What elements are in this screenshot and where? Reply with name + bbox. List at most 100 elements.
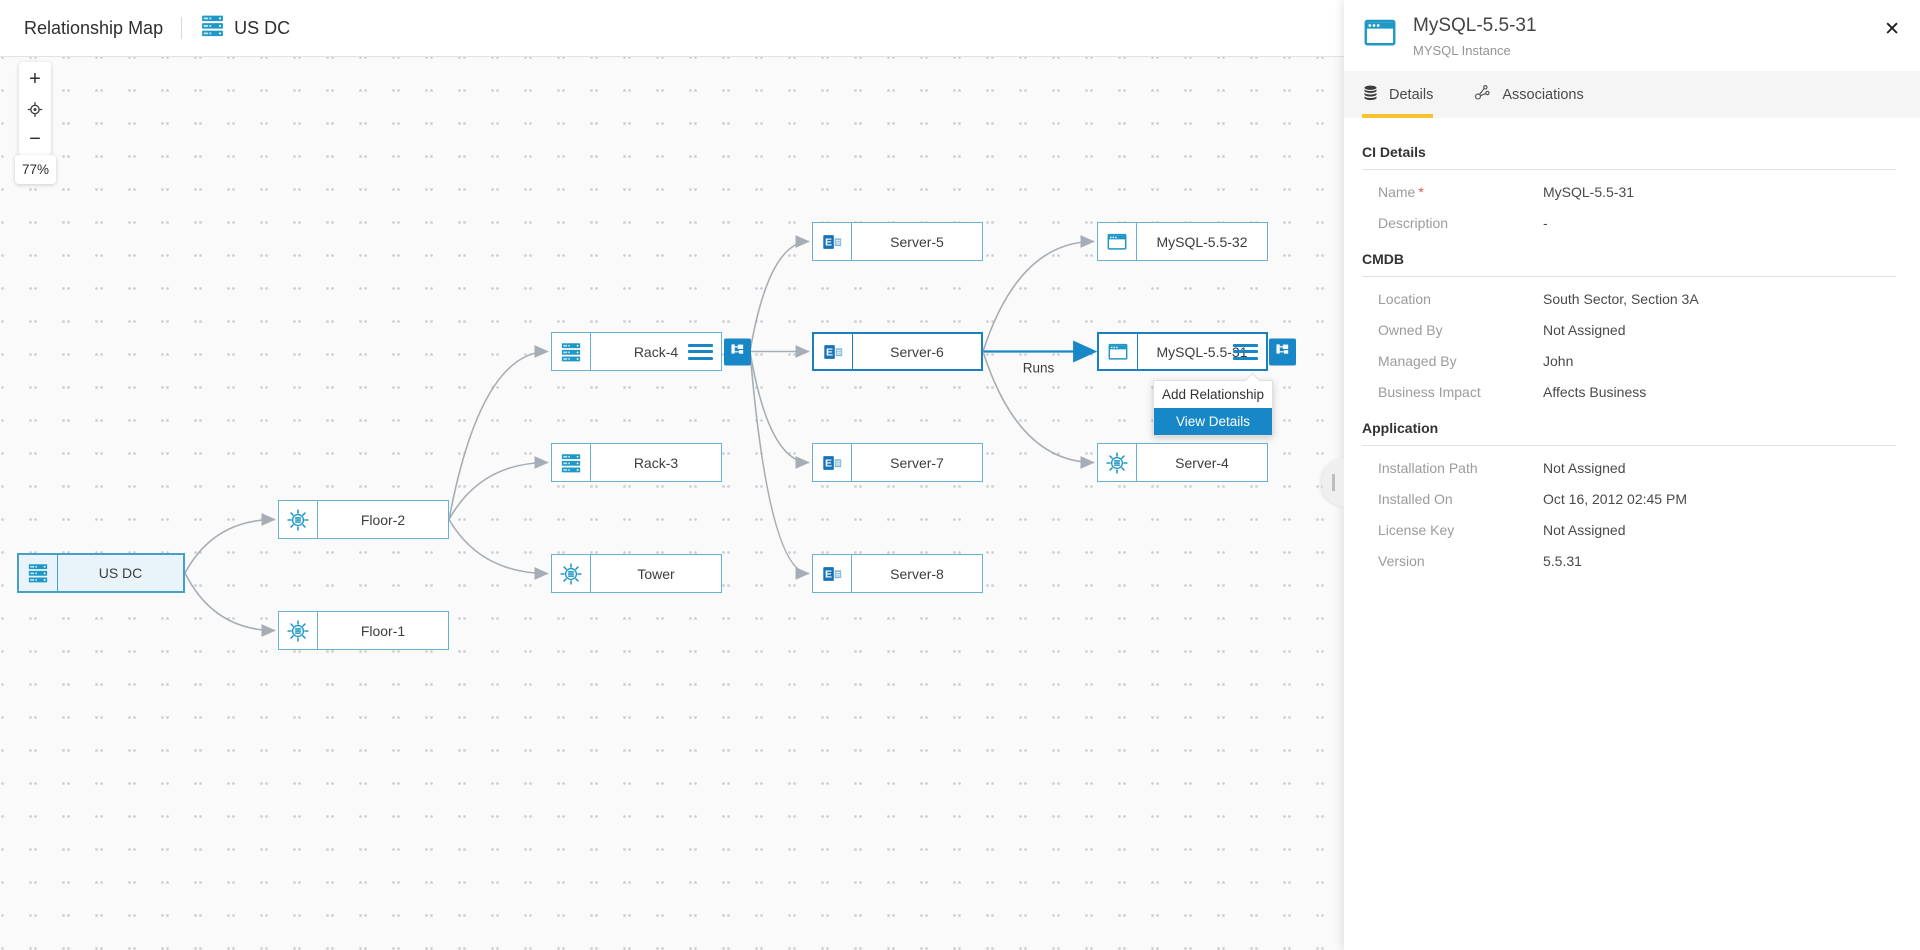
- edge-floor2-rack4: [448, 345, 549, 520]
- sun-icon: [279, 501, 318, 538]
- node-server7[interactable]: E Server-7: [812, 443, 983, 482]
- field-label: Owned By: [1378, 321, 1443, 338]
- field-row: Business Impact Affects Business: [1362, 376, 1896, 407]
- svg-text:E: E: [825, 568, 832, 580]
- section-heading: CI Details: [1362, 144, 1426, 160]
- panel-title: MySQL-5.5-31: [1413, 15, 1537, 36]
- field-value: Affects Business: [1543, 383, 1647, 400]
- field-row: Installation Path Not Assigned: [1362, 452, 1896, 483]
- section-ci-details: CI Details Name* MySQL-5.5-31 Descriptio…: [1362, 144, 1896, 238]
- node-label: Server-8: [890, 565, 944, 582]
- edge-rack4-server8: [749, 351, 810, 580]
- field-row: Location South Sector, Section 3A: [1362, 283, 1896, 314]
- breadcrumb: US DC: [200, 13, 290, 43]
- field-row: Version 5.5.31: [1362, 545, 1896, 576]
- expand-relationships-button[interactable]: [1269, 338, 1296, 365]
- node-menu-icon[interactable]: [688, 343, 713, 360]
- expand-relationships-button[interactable]: [724, 338, 751, 365]
- panel-header: MySQL-5.5-31 MYSQL Instance ✕: [1344, 0, 1920, 71]
- node-server4[interactable]: Server-4: [1097, 443, 1268, 482]
- field-value: South Sector, Section 3A: [1543, 290, 1699, 307]
- field-row: Installed On Oct 16, 2012 02:45 PM: [1362, 483, 1896, 514]
- context-menu-item-view-details[interactable]: View Details: [1154, 408, 1272, 435]
- zoom-out-button[interactable]: −: [29, 128, 41, 150]
- rack-icon: [552, 333, 591, 370]
- edge-server6-server4: [982, 351, 1095, 469]
- node-label: Floor-1: [360, 622, 406, 639]
- sun-icon: [552, 555, 591, 592]
- node-label: US DC: [98, 565, 143, 581]
- panel-body: CI Details Name* MySQL-5.5-31 Descriptio…: [1344, 118, 1920, 576]
- server-e-icon: E: [813, 444, 852, 481]
- zoom-controls: + −: [19, 62, 51, 156]
- svg-text:E: E: [825, 236, 832, 248]
- server-e-icon: E: [813, 223, 852, 260]
- node-server8[interactable]: E Server-8: [812, 554, 983, 593]
- rack-icon: [19, 555, 58, 591]
- node-mysql31[interactable]: MySQL-5.5-31: [1097, 332, 1296, 371]
- node-mysql32[interactable]: MySQL-5.5-32: [1097, 222, 1268, 261]
- field-label: Location: [1378, 290, 1431, 307]
- resize-grip-icon: [1331, 473, 1335, 491]
- node-floor2[interactable]: Floor-2: [278, 500, 449, 539]
- required-asterisk: *: [1418, 183, 1424, 200]
- context-menu-item-add-relationship[interactable]: Add Relationship: [1161, 387, 1265, 402]
- node-menu-icon[interactable]: [1233, 343, 1258, 360]
- field-label: Name*: [1378, 183, 1424, 200]
- field-value: 5.5.31: [1543, 552, 1582, 569]
- edge-rack4-server5: [749, 235, 810, 352]
- edge-label: Runs: [1023, 361, 1055, 376]
- node-label: Server-4: [1175, 454, 1229, 471]
- node-usdc[interactable]: US DC: [17, 553, 185, 593]
- field-value: Not Assigned: [1543, 459, 1626, 476]
- field-row: Managed By John: [1362, 345, 1896, 376]
- field-label: Business Impact: [1378, 383, 1481, 400]
- node-label: Server-6: [890, 343, 944, 360]
- zoom-in-button[interactable]: +: [29, 68, 41, 90]
- node-label: MySQL-5.5-32: [1156, 233, 1248, 250]
- edge-usdc-floor1: [184, 572, 276, 637]
- node-server5[interactable]: E Server-5: [812, 222, 983, 261]
- node-label: Floor-2: [360, 511, 406, 528]
- tab-details[interactable]: Details: [1362, 71, 1434, 118]
- top-header-bar: Relationship Map US DC: [0, 0, 1344, 57]
- field-value: Not Assigned: [1543, 521, 1626, 538]
- field-label: Installed On: [1378, 490, 1453, 507]
- node-rack4[interactable]: Rack-4: [551, 332, 751, 371]
- close-icon[interactable]: ✕: [1884, 19, 1900, 40]
- node-floor1[interactable]: Floor-1: [278, 611, 449, 650]
- node-server6[interactable]: E Server-6: [812, 332, 983, 371]
- share-icon: [1473, 83, 1492, 106]
- node-label: Rack-4: [633, 343, 679, 360]
- tree-icon: [1274, 341, 1291, 363]
- tree-icon: [729, 341, 746, 363]
- details-side-panel: MySQL-5.5-31 MYSQL Instance ✕ Details As…: [1344, 0, 1920, 950]
- edge-floor2-rack3: [448, 456, 549, 520]
- section-divider: [1362, 445, 1896, 446]
- field-label: Version: [1378, 552, 1425, 569]
- panel-resize-handle[interactable]: [1322, 458, 1344, 506]
- field-row: Description -: [1362, 207, 1896, 238]
- rack-icon: [200, 13, 225, 43]
- database-icon: [1362, 84, 1379, 105]
- svg-text:E: E: [826, 346, 833, 358]
- field-label: Description: [1378, 214, 1449, 231]
- field-label: Installation Path: [1378, 459, 1478, 476]
- field-row: Owned By Not Assigned: [1362, 314, 1896, 345]
- node-rack3[interactable]: Rack-3: [551, 443, 722, 482]
- server-e-icon: E: [813, 555, 852, 592]
- edge-server6-mysql32: [982, 235, 1095, 352]
- fit-to-view-button[interactable]: [25, 100, 45, 118]
- field-value: Not Assigned: [1543, 321, 1626, 338]
- tab-associations[interactable]: Associations: [1473, 71, 1584, 118]
- section-heading: CMDB: [1362, 251, 1404, 267]
- field-label: License Key: [1378, 521, 1455, 538]
- svg-text:E: E: [825, 457, 832, 469]
- relationship-map-canvas[interactable]: Runs US DC Floor-2 Floor-1 Rack-4 Rack-3…: [0, 0, 1344, 950]
- node-label: Rack-3: [633, 454, 679, 471]
- node-tower[interactable]: Tower: [551, 554, 722, 593]
- section-divider: [1362, 276, 1896, 277]
- edge-usdc-floor2: [184, 513, 276, 574]
- node-label: MySQL-5.5-31: [1156, 343, 1248, 360]
